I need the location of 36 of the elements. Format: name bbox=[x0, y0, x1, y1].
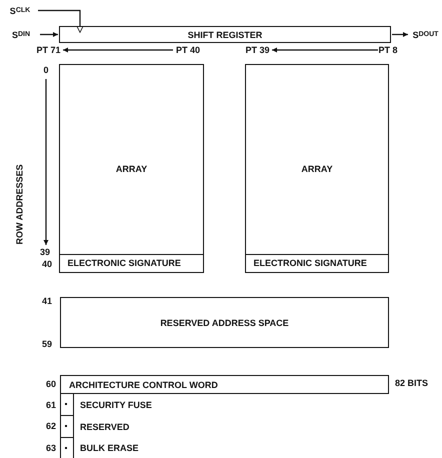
box-label: ELECTRONIC SIGNATURE bbox=[254, 258, 367, 268]
product-term-label: PT 40 bbox=[174, 44, 202, 56]
shift-register-box bbox=[59, 26, 391, 43]
box-label: RESERVED ADDRESS SPACE bbox=[160, 318, 289, 328]
side-label: 82 BITS bbox=[395, 378, 428, 389]
row-number: 60 bbox=[44, 379, 56, 390]
arrow bbox=[44, 79, 48, 245]
reserved-space-box bbox=[60, 297, 389, 348]
row-number: 63 bbox=[44, 443, 56, 454]
row-number: 61 bbox=[44, 400, 56, 411]
box-label: SHIFT REGISTER bbox=[188, 30, 262, 40]
control-word-box bbox=[60, 375, 389, 394]
box-label: ARRAY bbox=[116, 164, 148, 174]
product-term-label: PT 8 bbox=[379, 44, 397, 56]
product-term-label: PT 71 bbox=[35, 44, 62, 56]
fuse-label: BULK ERASE bbox=[80, 443, 139, 453]
box-label: ARCHITECTURE CONTROL WORD bbox=[69, 380, 218, 390]
fuse-label: RESERVED bbox=[80, 422, 130, 432]
arrow bbox=[63, 48, 173, 52]
arrow bbox=[272, 48, 378, 52]
fuse-label: SECURITY FUSE bbox=[80, 400, 152, 410]
box-label: ARRAY bbox=[301, 164, 333, 174]
array-box bbox=[59, 64, 204, 273]
row-number: 59 bbox=[40, 339, 52, 350]
row-number: 0 bbox=[41, 64, 51, 76]
row-number: 62 bbox=[44, 421, 56, 432]
product-term-label: PT 39 bbox=[244, 44, 271, 56]
row-number: 39 bbox=[38, 246, 52, 258]
box-label: ELECTRONIC SIGNATURE bbox=[68, 258, 181, 268]
row-number: 40 bbox=[40, 259, 52, 270]
vertical-axis-label: ROW ADDRESSES bbox=[14, 164, 26, 244]
row-number: 41 bbox=[40, 296, 52, 307]
arrow bbox=[38, 10, 84, 33]
arrow bbox=[392, 32, 408, 37]
array-box bbox=[245, 64, 389, 273]
arrow bbox=[40, 32, 58, 37]
